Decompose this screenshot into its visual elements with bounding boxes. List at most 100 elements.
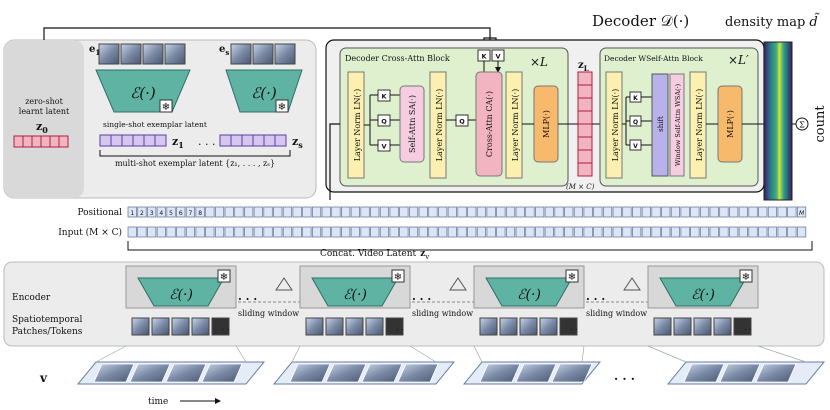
video-frame xyxy=(325,363,367,383)
svg-text:Σ: Σ xyxy=(799,121,805,130)
positional-token xyxy=(341,206,351,218)
encoder-window: ℰ(·)❄. . xyxy=(647,265,759,336)
positional-token xyxy=(758,206,768,218)
input-token xyxy=(564,226,574,238)
input-token xyxy=(234,226,244,238)
positional-token xyxy=(612,206,622,218)
svg-text:Layer Norm LN(·): Layer Norm LN(·) xyxy=(511,89,520,162)
input-token xyxy=(680,226,690,238)
input-token xyxy=(719,226,729,238)
positional-token xyxy=(195,206,205,218)
encoder-window: ℰ(·)❄. . xyxy=(299,265,411,336)
input-token xyxy=(341,226,351,238)
video-frame xyxy=(129,363,171,383)
snowflake-icon-1: ❄ xyxy=(162,102,170,113)
positional-token xyxy=(224,206,234,218)
svg-text:V: V xyxy=(633,143,638,150)
input-token xyxy=(535,226,545,238)
input-token xyxy=(515,226,525,238)
svg-text:V: V xyxy=(381,143,386,151)
encoder-symbol: ℰ(·) xyxy=(169,287,193,303)
svg-text:Layer Norm LN(·): Layer Norm LN(·) xyxy=(435,89,444,162)
concat-bracket xyxy=(127,241,813,251)
position-number: 1 xyxy=(130,210,134,217)
patch-ellipsis: . . xyxy=(744,323,752,332)
svg-text:Q: Q xyxy=(381,118,387,126)
patch-token xyxy=(151,317,170,336)
positional-token xyxy=(127,206,137,218)
zero-shot-label-1: zero-shot xyxy=(25,97,63,106)
window-cone-icon xyxy=(623,277,641,291)
input-token xyxy=(311,226,322,238)
sum-icon xyxy=(795,117,809,131)
svg-text:K: K xyxy=(481,53,487,61)
input-token xyxy=(787,226,797,238)
positional-token xyxy=(234,206,244,218)
input-token xyxy=(224,226,234,238)
positional-token xyxy=(447,206,457,218)
svg-text:K: K xyxy=(381,93,387,101)
input-token xyxy=(137,226,147,238)
frozen-icon-1 xyxy=(159,99,173,113)
input-token xyxy=(292,226,302,238)
patch-token xyxy=(479,317,498,336)
encoder-symbol: ℰ(·) xyxy=(517,287,541,303)
multi-shot-label: multi-shot exemplar latent {z₁, . . . , … xyxy=(115,159,275,168)
patch-token xyxy=(365,317,384,336)
positional-token xyxy=(796,206,807,218)
positional-token xyxy=(311,206,322,218)
single-shot-label: single-shot exemplar latent xyxy=(103,120,207,129)
svg-text:Q: Q xyxy=(459,118,465,126)
video-frame xyxy=(93,363,135,383)
input-token xyxy=(602,226,613,238)
positional-token xyxy=(263,206,273,218)
patch-token xyxy=(713,317,732,336)
window-self-attn xyxy=(669,73,685,177)
input-token xyxy=(389,226,399,238)
patches-label-1: Spatiotemporal xyxy=(12,315,83,325)
frozen-icon-2 xyxy=(275,99,289,113)
encoder-ellipsis: . . . xyxy=(586,290,605,303)
patch-token xyxy=(305,317,324,336)
qkv-1: K Q V xyxy=(377,89,391,152)
positional-token xyxy=(573,206,584,218)
input-token xyxy=(408,226,419,238)
zl-symbol: zL xyxy=(578,60,589,73)
svg-text:MLP(·): MLP(·) xyxy=(726,110,735,138)
positional-token xyxy=(515,206,525,218)
encoder-symbol-1: ℰ(·) xyxy=(130,84,156,102)
decoder-wself-attn-block: Decoder WSelf-Attn Block ×L′ Layer Norm … xyxy=(599,47,764,187)
positional-token xyxy=(593,206,603,218)
positional-token xyxy=(729,206,739,218)
input-token xyxy=(321,226,331,238)
snowflake-icon: ❄ xyxy=(568,272,576,283)
positional-token xyxy=(670,206,681,218)
positional-token xyxy=(467,206,477,218)
z0-latent xyxy=(13,135,69,148)
encoder-trapezoid xyxy=(311,277,399,307)
input-token xyxy=(583,226,593,238)
cross-attn-block-label: Decoder Cross-Attn Block xyxy=(345,54,450,63)
patch-token xyxy=(325,317,344,336)
encoder-trapezoid xyxy=(659,277,747,307)
encoder-ellipsis: . . . xyxy=(412,290,431,303)
video-frame xyxy=(397,363,439,383)
cross-repeat: ×L xyxy=(530,55,548,69)
position-number: 2 xyxy=(140,210,144,217)
position-number: 3 xyxy=(150,210,154,217)
encoder-window: ℰ(·)❄. . xyxy=(473,265,585,336)
positional-token xyxy=(399,206,409,218)
snowflake-icon: ❄ xyxy=(394,272,402,283)
encoder-windows: ℰ(·)❄. .sliding window. . .ℰ(·)❄. .slidi… xyxy=(125,265,759,336)
positional-token xyxy=(777,206,787,218)
wself-repeat: ×L′ xyxy=(728,53,749,67)
encoder-trapezoid xyxy=(137,277,225,307)
input-token xyxy=(641,226,651,238)
patch-token xyxy=(191,317,210,336)
input-token xyxy=(418,226,428,238)
zs-symbol: zs xyxy=(292,135,303,150)
window-cone-icon xyxy=(449,277,467,291)
